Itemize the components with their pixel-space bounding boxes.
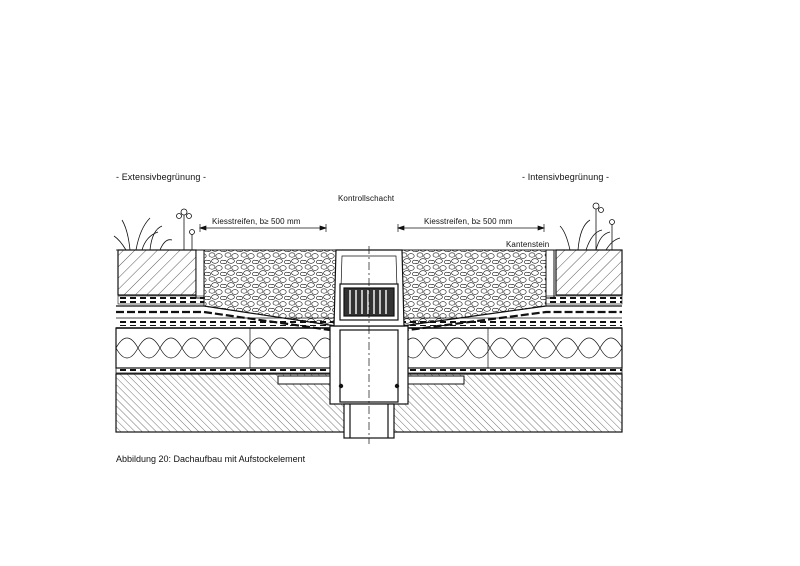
planter-left — [117, 249, 205, 299]
label-extensive-greening: - Extensivbegrünung - — [116, 172, 207, 182]
drain-flange-right — [407, 375, 465, 385]
dimension-gravel-left — [198, 224, 328, 232]
label-intensive-greening: - Intensivbegrünung - — [522, 172, 610, 182]
planter-right — [545, 249, 623, 299]
plants-left — [113, 208, 195, 251]
plants-right — [559, 202, 621, 251]
figure-caption: Abbildung 20: Dachaufbau mit Aufstockele… — [116, 454, 306, 464]
label-gravel-strip-right: Kiesstreifen, b≥ 500 mm — [424, 217, 513, 226]
label-control-shaft: Kontrollschacht — [338, 194, 395, 203]
drainage-right — [545, 295, 623, 305]
dimension-gravel-right — [396, 224, 546, 232]
drain-flange-left — [277, 375, 331, 385]
gravel-left — [203, 249, 337, 327]
drainage-left — [117, 295, 205, 305]
label-edge-stone: Kantenstein — [506, 240, 550, 249]
label-gravel-strip-left: Kiesstreifen, b≥ 500 mm — [212, 217, 301, 226]
